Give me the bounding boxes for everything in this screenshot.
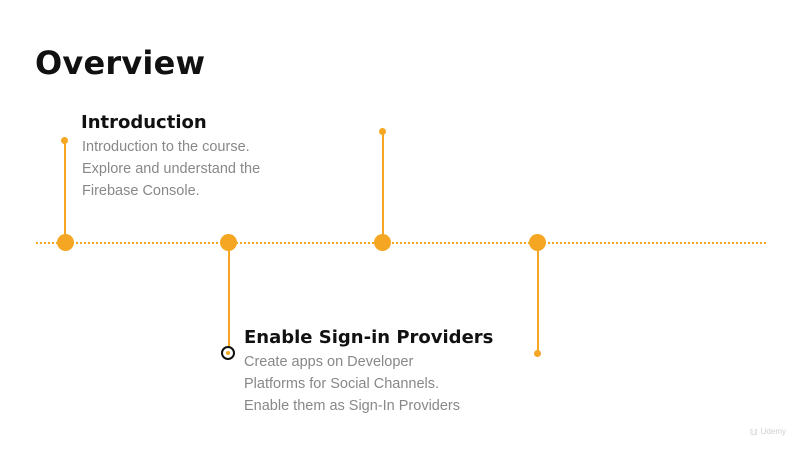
timeline-stem-2	[228, 243, 230, 348]
description-line: Platforms for Social Channels.	[244, 376, 440, 392]
timeline-node-2	[220, 234, 237, 251]
timeline-ring-dot	[226, 351, 230, 355]
watermark-text: Udemy	[760, 427, 786, 436]
slide-title: Overview	[35, 44, 206, 82]
description-line: Firebase Console.	[82, 183, 200, 199]
timeline-stem-dot-1	[61, 137, 68, 144]
item-introduction-description: Introduction to the course. Explore and …	[82, 136, 260, 202]
description-line: Explore and understand the	[82, 161, 261, 177]
udemy-watermark: 𝕦 Udemy	[750, 425, 786, 438]
item-introduction-title: Introduction	[81, 112, 207, 133]
description-line: Introduction to the course.	[82, 139, 250, 155]
timeline-stem-dot-4	[534, 350, 541, 357]
timeline-stem-1	[64, 141, 66, 242]
udemy-logo-icon: 𝕦	[749, 426, 758, 438]
description-line: Enable them as Sign-In Providers	[244, 398, 460, 414]
timeline-node-4	[529, 234, 546, 251]
timeline-stem-dot-3	[379, 128, 386, 135]
description-line: Create apps on Developer	[244, 354, 414, 370]
timeline-dotted-line	[36, 242, 766, 244]
item-sign-in-providers-title: Enable Sign-in Providers	[244, 327, 494, 348]
timeline-node-3	[374, 234, 391, 251]
timeline-ring-marker	[221, 346, 235, 360]
timeline-stem-3	[382, 132, 384, 242]
item-sign-in-providers-description: Create apps on Developer Platforms for S…	[244, 351, 460, 417]
timeline-node-1	[57, 234, 74, 251]
timeline-stem-4	[537, 243, 539, 353]
